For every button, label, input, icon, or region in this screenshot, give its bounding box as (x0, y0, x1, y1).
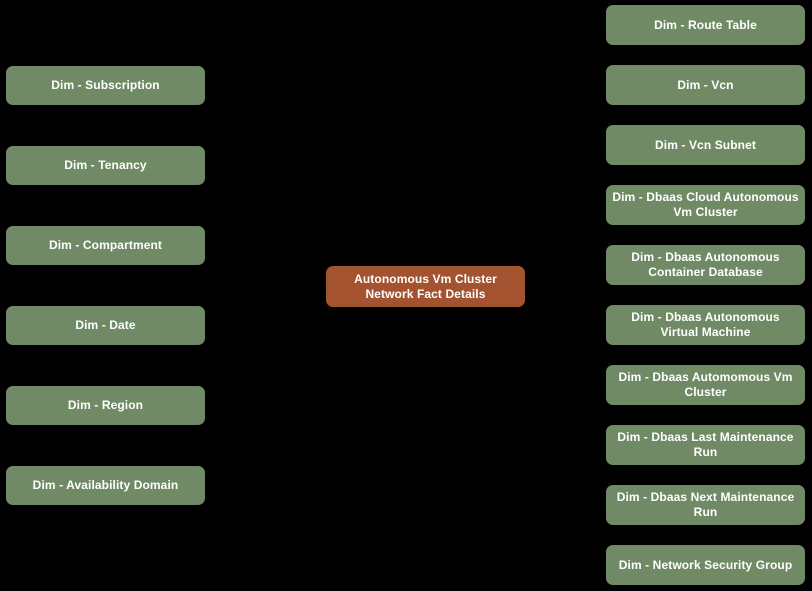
dimension-node-dbaas-cloud-autonomous-vm-cluster[interactable]: Dim - Dbaas Cloud Autonomous Vm Cluster (606, 185, 805, 225)
dimension-node-availability-domain[interactable]: Dim - Availability Domain (6, 466, 205, 505)
dimension-node-label: Dim - Subscription (51, 78, 160, 92)
dimension-node-subscription[interactable]: Dim - Subscription (6, 66, 205, 105)
dimension-node-label: Dim - Tenancy (64, 158, 147, 172)
fact-node-autonomous-vm-cluster-network-fact-details[interactable]: Autonomous Vm Cluster Network Fact Detai… (326, 266, 525, 307)
dimension-node-vcn-subnet[interactable]: Dim - Vcn Subnet (606, 125, 805, 165)
dimension-node-region[interactable]: Dim - Region (6, 386, 205, 425)
dimension-node-label: Dim - Compartment (48, 238, 163, 252)
dimension-node-label: Dim - Route Table (654, 17, 757, 32)
dimension-node-compartment[interactable]: Dim - Compartment (6, 226, 205, 265)
dimension-node-label: Dim - Vcn (677, 77, 734, 92)
dimension-node-label: Dim - Dbaas Last Maintenance Run (617, 430, 794, 459)
dimension-node-label: Dim - Vcn Subnet (655, 137, 756, 152)
dimension-node-label: Dim - Dbaas Next Maintenance Run (616, 490, 795, 519)
dimension-node-label: Dim - Network Security Group (618, 557, 793, 572)
dimension-node-dbaas-next-maintenance-run[interactable]: Dim - Dbaas Next Maintenance Run (606, 485, 805, 525)
dimension-node-label: Dim - Dbaas Autonomous Container Databas… (631, 250, 780, 279)
dimension-node-route-table[interactable]: Dim - Route Table (606, 5, 805, 45)
dimension-node-label: Dim - Dbaas Cloud Autonomous Vm Cluster (612, 190, 799, 219)
dimension-node-label: Dim - Availability Domain (32, 478, 179, 492)
fact-node-label: Autonomous Vm Cluster Network Fact Detai… (354, 271, 497, 301)
dimension-node-dbaas-autonomous-virtual-machine[interactable]: Dim - Dbaas Autonomous Virtual Machine (606, 305, 805, 345)
dimension-node-dbaas-last-maintenance-run[interactable]: Dim - Dbaas Last Maintenance Run (606, 425, 805, 465)
dimension-node-dbaas-autonomous-container-database[interactable]: Dim - Dbaas Autonomous Container Databas… (606, 245, 805, 285)
dimension-node-label: Dim - Dbaas Autonomous Virtual Machine (631, 310, 780, 339)
dimension-node-tenancy[interactable]: Dim - Tenancy (6, 146, 205, 185)
dimension-node-date[interactable]: Dim - Date (6, 306, 205, 345)
dimension-node-network-security-group[interactable]: Dim - Network Security Group (606, 545, 805, 585)
dimension-node-vcn[interactable]: Dim - Vcn (606, 65, 805, 105)
dimension-node-label: Dim - Date (75, 318, 136, 332)
dimension-node-dbaas-automomous-vm-cluster[interactable]: Dim - Dbaas Automomous Vm Cluster (606, 365, 805, 405)
dimension-node-label: Dim - Dbaas Automomous Vm Cluster (618, 370, 793, 399)
dimension-node-label: Dim - Region (67, 398, 144, 412)
